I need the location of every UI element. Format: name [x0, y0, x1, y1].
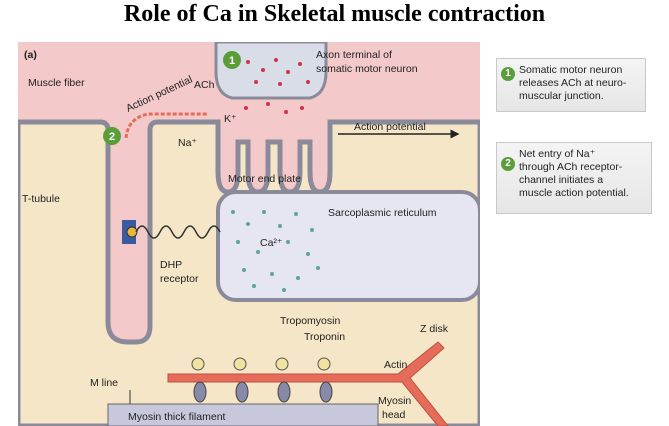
- label-myosin-head: Myosin: [378, 395, 411, 407]
- panel-label: (a): [24, 49, 37, 61]
- label-tropomyosin: Tropomyosin: [280, 315, 340, 327]
- step-2-number: 2: [501, 157, 515, 171]
- label-dhp: DHP: [160, 259, 182, 271]
- label-action-potential-right: Action potential: [354, 121, 426, 133]
- step-1-line-1: Somatic motor neuron: [519, 64, 623, 76]
- myosin-thick-filament: [107, 403, 379, 426]
- label-calcium: Ca²⁺: [260, 237, 283, 249]
- axon-terminal: [214, 42, 328, 100]
- ryanodine-link: [135, 225, 221, 239]
- label-axon-terminal-2: somatic motor neuron: [316, 63, 418, 75]
- label-actin: Actin: [384, 359, 408, 371]
- step-1-number: 1: [501, 67, 515, 81]
- step-2-line-1: Net entry of Na⁺: [519, 148, 596, 160]
- action-potential-wave: [124, 112, 208, 139]
- svg-text:1: 1: [229, 55, 235, 67]
- label-motor-end-plate: Motor end plate: [228, 173, 301, 185]
- label-m-line: M line: [90, 377, 118, 389]
- svg-text:2: 2: [109, 131, 115, 143]
- label-z-disk: Z disk: [420, 323, 449, 335]
- label-myosin-head-2: head: [382, 409, 406, 421]
- step-2-line-2: through ACh receptor-: [519, 161, 623, 173]
- label-sarcoplasmic-reticulum: Sarcoplasmic reticulum: [328, 207, 437, 219]
- step-marker-1: 1: [223, 51, 241, 69]
- label-receptor: receptor: [160, 273, 199, 285]
- step-2-line-4: muscle action potential.: [519, 187, 629, 199]
- step-2-box: 2 Net entry of Na⁺ through ACh receptor-…: [496, 142, 652, 214]
- ach-vesicles: [244, 58, 310, 114]
- step-1-line-3: muscular junction.: [519, 90, 604, 102]
- label-muscle-fiber: Muscle fiber: [28, 77, 85, 89]
- label-ach: ACh: [194, 79, 215, 91]
- label-na-ion: Na⁺: [178, 137, 197, 149]
- myosin-heads: [193, 381, 333, 403]
- muscle-contraction-diagram: 1 2 (a) Axon terminal of somatic motor n…: [18, 42, 480, 426]
- step-1-box: 1 Somatic motor neuron releases ACh at n…: [496, 58, 646, 112]
- label-myosin-thick: Myosin thick filament: [128, 411, 226, 423]
- label-k-ion: K⁺: [224, 113, 237, 125]
- calcium-dots: [231, 210, 320, 292]
- label-t-tubule: T-tubule: [22, 193, 60, 205]
- step-2-line-3: channel initiates a: [519, 174, 604, 186]
- troponin-complexes: [191, 357, 331, 371]
- step-marker-2: 2: [103, 127, 121, 145]
- page-title: Role of Ca in Skeletal muscle contractio…: [123, 1, 546, 27]
- step-1-line-2: releases ACh at neuro-: [519, 77, 627, 89]
- label-axon-terminal: Axon terminal of: [316, 49, 392, 61]
- label-troponin: Troponin: [304, 331, 345, 343]
- sarcoplasmic-reticulum: [216, 190, 480, 302]
